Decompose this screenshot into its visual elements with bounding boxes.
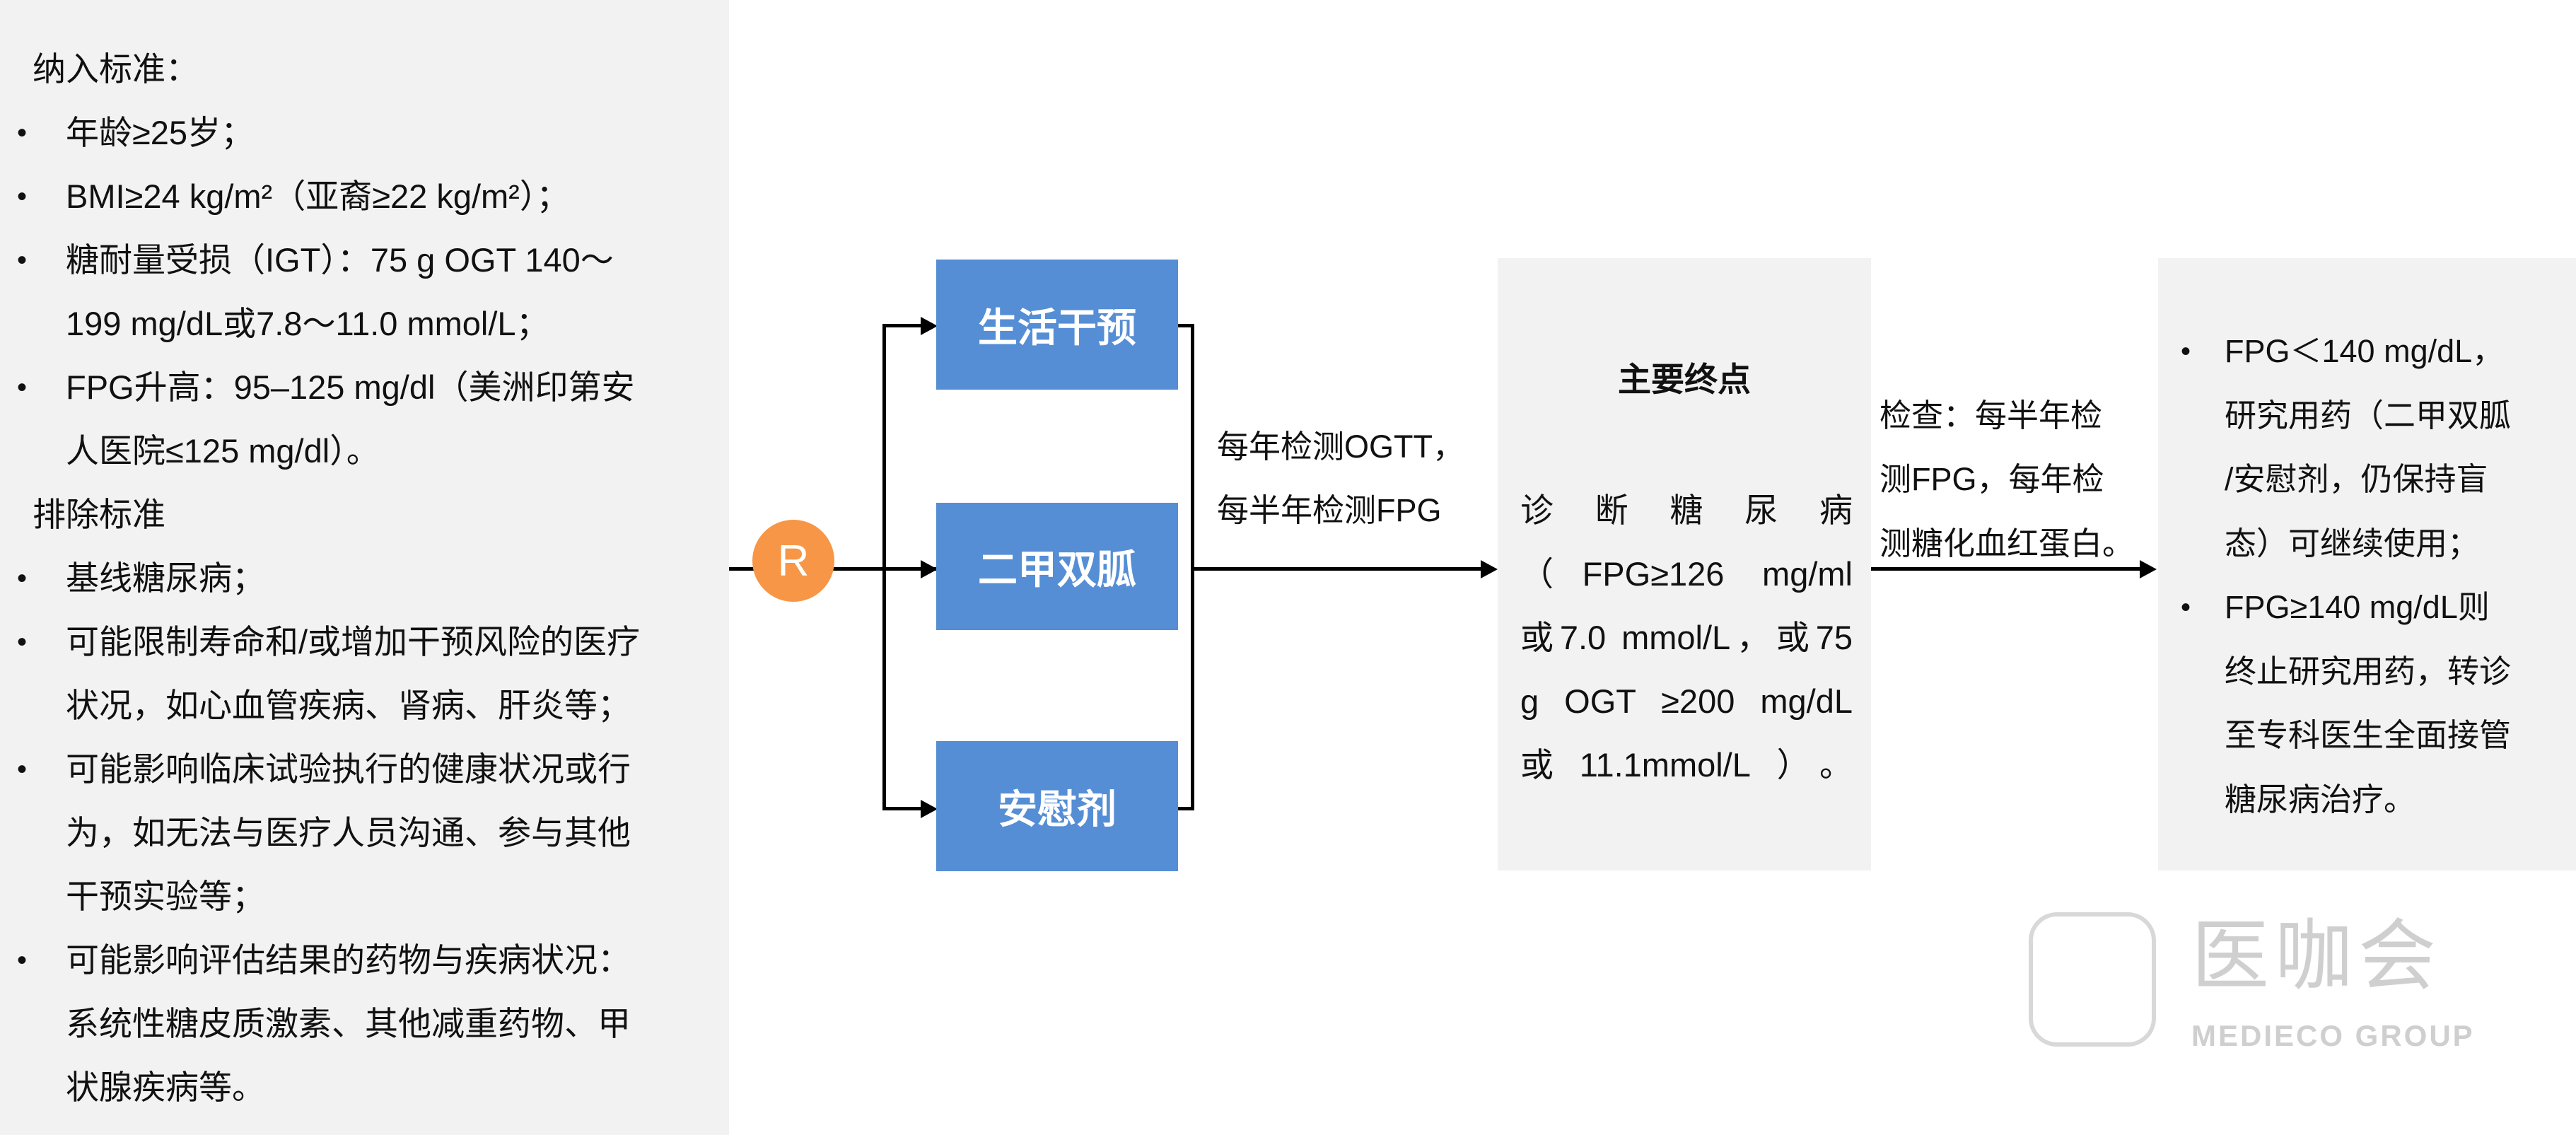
randomization-circle: R bbox=[752, 520, 834, 602]
followup-text: 每年检测OGTT， bbox=[1217, 429, 1464, 465]
inclusion-item: BMI≥24 kg/m²（亚裔≥22 kg/m²）； bbox=[66, 177, 570, 215]
endpoint-line: 或11.1mmol/L）。 bbox=[1520, 746, 1853, 784]
outcome-item: /安慰剂，仍保持盲 bbox=[2225, 461, 2488, 497]
endpoint-line: 诊断糖尿病 bbox=[1520, 491, 1853, 529]
bullet-icon: • bbox=[17, 754, 28, 785]
arm-split-bracket bbox=[882, 324, 886, 810]
watermark-logo: 医咖会 MEDIECO GROUP bbox=[2029, 912, 2524, 1075]
bullet-icon: • bbox=[2181, 592, 2191, 623]
arm-metformin: 二甲双胍 bbox=[936, 503, 1178, 630]
criteria-panel bbox=[0, 0, 729, 1135]
bullet-icon: • bbox=[2181, 336, 2191, 367]
endpoint-line: （FPG≥126 mg/ml bbox=[1520, 555, 1853, 593]
outcome-item: 糖尿病治疗。 bbox=[2225, 781, 2416, 817]
arrow-icon bbox=[921, 317, 938, 335]
exclusion-item: 基线糖尿病； bbox=[66, 559, 265, 597]
bullet-icon: • bbox=[17, 117, 28, 149]
inclusion-item: 年龄≥25岁； bbox=[66, 114, 255, 151]
arm-lifestyle: 生活干预 bbox=[936, 260, 1178, 390]
bullet-icon: • bbox=[17, 372, 28, 403]
outcome-panel bbox=[2158, 258, 2576, 871]
arm-placebo: 安慰剂 bbox=[936, 741, 1178, 871]
watermark-icon bbox=[2029, 912, 2156, 1047]
outcome-item: 研究用药（二甲双胍 bbox=[2225, 397, 2512, 433]
arm-merge-connector bbox=[1178, 324, 1194, 327]
inclusion-item: FPG升高：95–125 mg/dl（美洲印第安 bbox=[66, 368, 635, 406]
outcome-item: 至专科医生全面接管 bbox=[2225, 717, 2512, 753]
outcome-item: 终止研究用药，转诊 bbox=[2225, 653, 2512, 689]
outcome-item: FPG＜140 mg/dL， bbox=[2225, 333, 2505, 369]
watermark-cn: 医咖会 bbox=[2191, 913, 2442, 1000]
arm-connector bbox=[882, 324, 925, 327]
followup-arrow bbox=[1191, 567, 1481, 571]
check-arrow bbox=[1871, 567, 2141, 571]
endpoint-line: 或7.0 mmol/L，或75 bbox=[1520, 619, 1853, 656]
outcome-item: FPG≥140 mg/dL则 bbox=[2225, 589, 2490, 625]
bullet-icon: • bbox=[17, 181, 28, 212]
followup-text: 每半年检测FPG bbox=[1217, 492, 1442, 528]
inclusion-item: 199 mg/dL或7.8～11.0 mmol/L； bbox=[66, 305, 549, 342]
bullet-icon: • bbox=[17, 245, 28, 276]
exclusion-item: 可能限制寿命和/或增加干预风险的医疗 bbox=[66, 623, 641, 660]
inclusion-title: 纳入标准： bbox=[33, 50, 199, 88]
bullet-icon: • bbox=[17, 945, 28, 976]
exclusion-item: 干预实验等； bbox=[66, 878, 265, 915]
exclusion-title: 排除标准 bbox=[33, 496, 165, 533]
check-text: 测FPG，每年检 bbox=[1879, 461, 2104, 497]
bullet-icon: • bbox=[17, 563, 28, 594]
exclusion-item: 状腺疾病等。 bbox=[66, 1069, 265, 1106]
arm-connector bbox=[882, 807, 925, 810]
watermark-en: MEDIECO GROUP bbox=[2191, 1019, 2475, 1052]
check-text: 测糖化血红蛋白。 bbox=[1879, 525, 2135, 561]
endpoint-panel bbox=[1498, 258, 1871, 871]
outcome-item: 态）可继续使用； bbox=[2225, 525, 2480, 561]
inclusion-item: 糖耐量受损（IGT）：75 g OGT 140～ bbox=[66, 241, 614, 279]
bullet-icon: • bbox=[17, 627, 28, 658]
inclusion-item: 人医院≤125 mg/dl）。 bbox=[66, 432, 380, 470]
endpoint-title: 主要终点 bbox=[1618, 361, 1751, 398]
check-text: 检查：每半年检 bbox=[1879, 397, 2103, 433]
exclusion-item: 状况，如心血管疾病、肾病、肝炎等； bbox=[66, 687, 631, 724]
exclusion-item: 可能影响临床试验执行的健康状况或行 bbox=[66, 750, 631, 788]
exclusion-item: 系统性糖皮质激素、其他减重药物、甲 bbox=[66, 1005, 631, 1042]
exclusion-item: 为，如无法与医疗人员沟通、参与其他 bbox=[66, 814, 631, 851]
arrow-icon bbox=[1481, 560, 1498, 578]
exclusion-item: 可能影响评估结果的药物与疾病状况： bbox=[66, 941, 631, 979]
arrow-icon bbox=[2140, 560, 2157, 578]
endpoint-line: g OGT ≥200 mg/dL bbox=[1520, 682, 1853, 720]
arrow-icon bbox=[921, 560, 938, 578]
arrow-icon bbox=[921, 800, 938, 818]
arm-merge-connector bbox=[1178, 807, 1194, 810]
